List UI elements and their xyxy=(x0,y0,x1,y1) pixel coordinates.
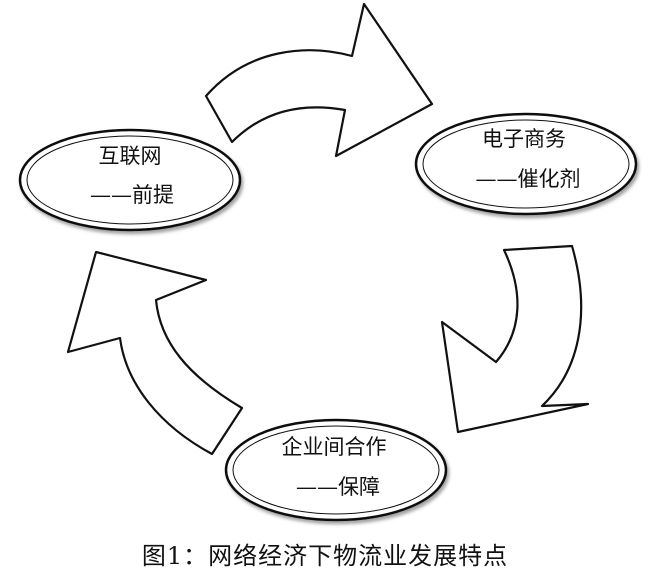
arrow-ecommerce-to-cooperation xyxy=(440,244,590,434)
node-cooperation-ellipse xyxy=(224,418,448,522)
node-ecommerce-title: 电子商务 xyxy=(482,127,566,151)
node-cooperation-role: ——保障 xyxy=(296,475,380,499)
node-internet-title: 互联网 xyxy=(99,144,162,168)
node-ecommerce-ellipse xyxy=(414,112,638,216)
arrow-internet-to-ecommerce xyxy=(204,2,434,158)
figure-caption: 图1：网络经济下物流业发展特点 xyxy=(141,542,509,570)
arrow-cooperation-to-internet xyxy=(66,250,244,456)
node-internet: 互联网 ——前提 xyxy=(18,128,242,232)
node-internet-role: ——前提 xyxy=(90,183,174,207)
node-internet-ellipse xyxy=(18,128,242,232)
node-cooperation: 企业间合作 ——保障 xyxy=(224,418,448,522)
node-ecommerce: 电子商务 ——催化剂 xyxy=(414,112,638,216)
node-ecommerce-role: ——催化剂 xyxy=(476,167,581,191)
node-cooperation-title: 企业间合作 xyxy=(282,435,387,459)
